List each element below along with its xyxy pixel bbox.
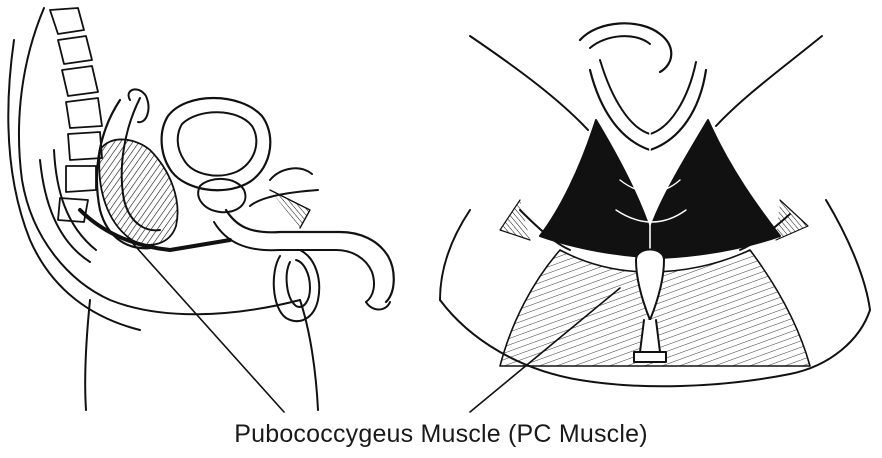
pc-muscle-sagittal — [99, 139, 177, 244]
figure-caption: Pubococcygeus Muscle (PC Muscle) — [0, 420, 882, 449]
spine — [50, 8, 102, 222]
perineal-muscle-dark — [540, 120, 780, 258]
sagittal-view-figure — [8, 8, 393, 412]
pointer-line-left — [128, 238, 284, 412]
inferior-view-figure — [440, 23, 870, 412]
